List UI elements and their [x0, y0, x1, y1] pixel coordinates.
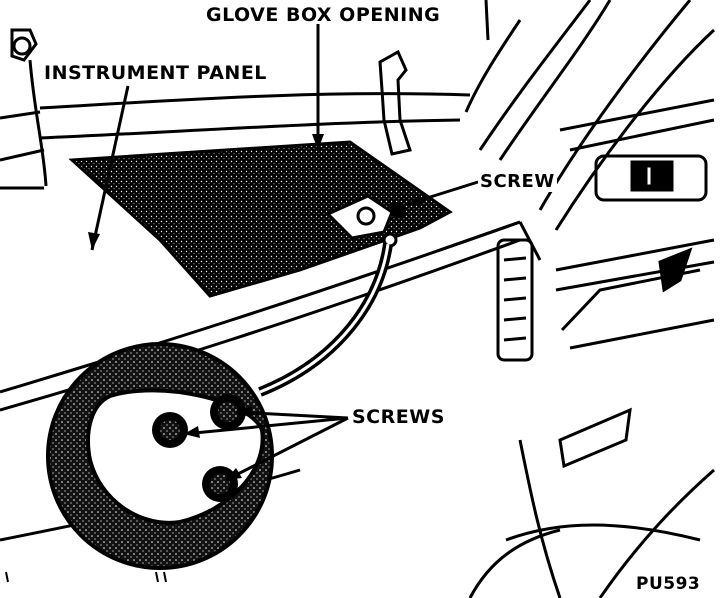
leader-lines: [90, 24, 479, 482]
figure-id-label: PU593: [636, 574, 701, 594]
arrow-heads: [88, 134, 424, 480]
bottom-ticks: [5, 571, 167, 583]
glove-box-opening: [68, 140, 453, 298]
hook-bracket: [378, 49, 412, 156]
door-panel: [468, 98, 715, 598]
detail-view: [46, 342, 274, 570]
glove-box-opening-label: GLOVE BOX OPENING: [206, 4, 441, 26]
air-vent: [496, 238, 534, 362]
screw-label: SCREW: [478, 171, 557, 192]
instrument-panel-label: INSTRUMENT PANEL: [44, 62, 267, 84]
steering-column: [10, 28, 48, 187]
pillar-outline: [464, 0, 716, 231]
latch-bracket: [325, 194, 406, 248]
screws-label: SCREWS: [352, 406, 445, 428]
dash-top-lines: [0, 92, 471, 190]
